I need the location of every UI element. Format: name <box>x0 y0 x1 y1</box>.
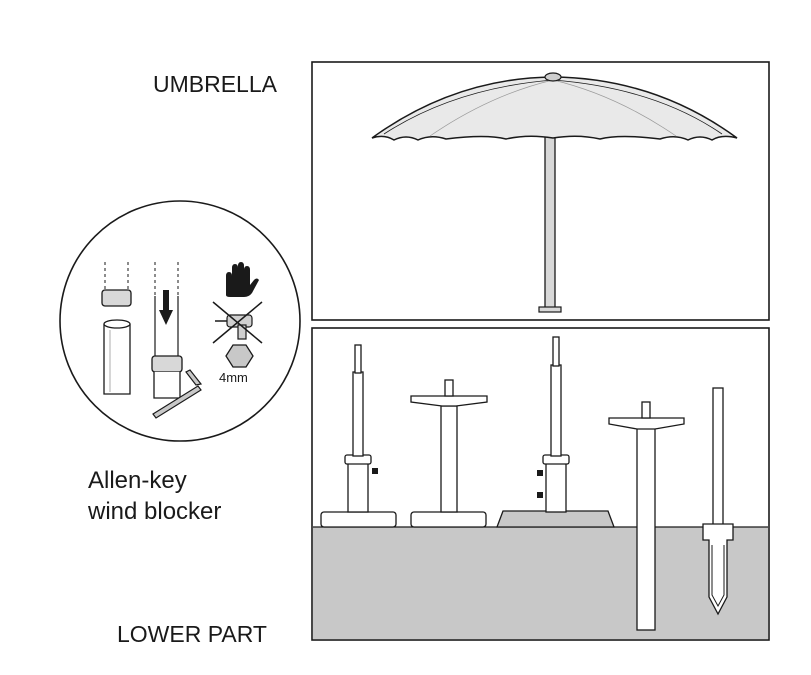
umbrella-label: UMBRELLA <box>153 71 277 97</box>
base-flat-telescopic <box>320 344 397 528</box>
base-flat-platform <box>410 379 488 528</box>
allen-key-caption-line1: Allen-key <box>88 467 187 494</box>
umbrella-canopy <box>371 72 738 141</box>
umbrella-pole <box>544 133 556 311</box>
lower-part-label: LOWER PART <box>117 621 267 647</box>
umbrella-pole-foot <box>538 306 562 313</box>
hex-nut-icon <box>225 344 254 368</box>
umbrella-panel <box>311 61 770 321</box>
base-slab-telescopic <box>496 336 615 528</box>
allen-key-caption: Allen-key wind blocker <box>88 465 288 527</box>
hand-stop-icon <box>226 262 259 297</box>
down-arrow-icon <box>159 290 173 325</box>
clamp-ring <box>101 289 132 307</box>
allen-key-icon <box>152 369 203 419</box>
power-drill-icon <box>212 301 263 344</box>
tube-parts-separate <box>101 262 132 395</box>
lower-part-panel <box>311 327 770 641</box>
ground <box>313 527 768 639</box>
allen-key-detail: 4mm <box>59 200 301 442</box>
clamp-ring <box>151 355 183 373</box>
knob <box>537 470 543 476</box>
canopy-finial <box>544 72 562 82</box>
allen-key-caption-line2: wind blocker <box>88 498 222 525</box>
tube-assembled <box>151 262 183 399</box>
knob <box>372 468 378 474</box>
base-ground-tube <box>608 401 685 631</box>
knob <box>537 492 543 498</box>
base-ground-spike <box>702 387 734 616</box>
hex-size-label: 4mm <box>219 370 248 385</box>
